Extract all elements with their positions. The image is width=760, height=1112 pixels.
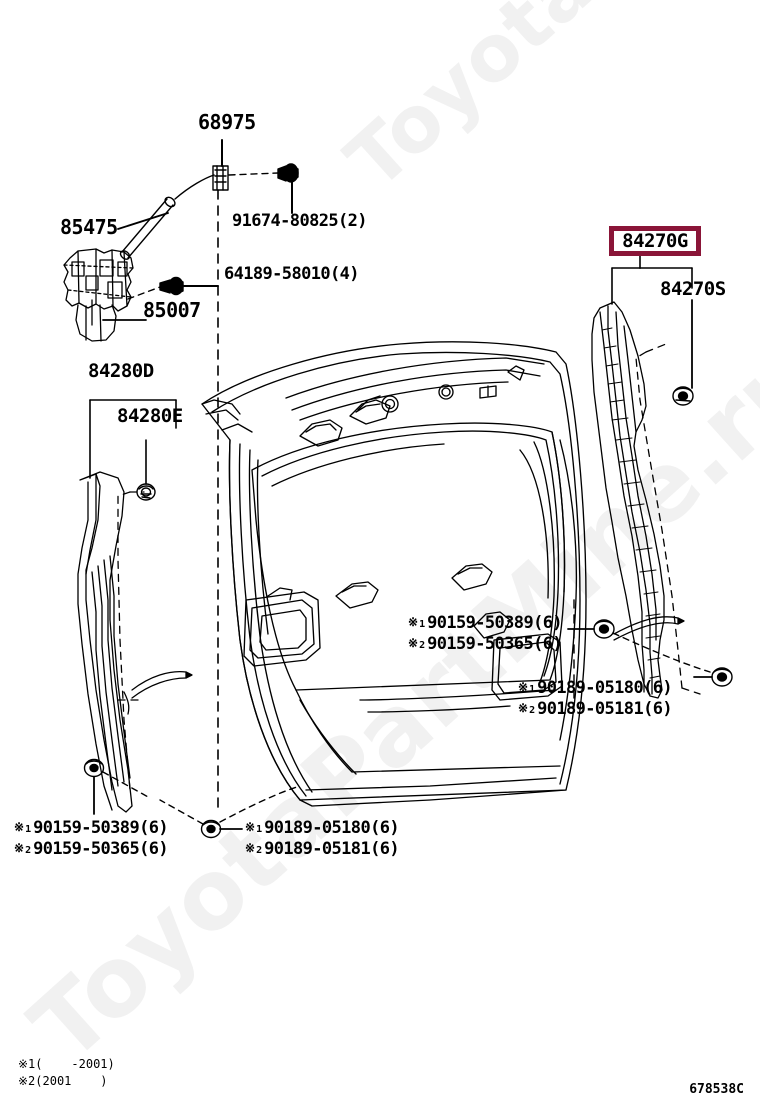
label-68975: 68975	[198, 110, 256, 134]
note-number: 90159-50365(6)	[427, 634, 562, 655]
note-mark: ※	[408, 615, 419, 629]
label-91674-80825: 91674-80825(2)	[232, 211, 367, 231]
note-number: 90159-50389(6)	[33, 818, 168, 838]
note-mark: ※	[245, 841, 256, 856]
note-sub: 2	[529, 705, 536, 717]
note-sub: 2	[256, 845, 263, 857]
note-number: 90189-05180(6)	[264, 818, 399, 838]
note-mark: ※	[518, 680, 529, 694]
note-sub: 1	[419, 619, 426, 630]
label-84270S: 84270S	[660, 278, 726, 300]
note-number: 90189-05180(6)	[537, 678, 672, 698]
label-85475: 85475	[60, 215, 118, 239]
label-84280D: 84280D	[88, 360, 154, 382]
label-85007: 85007	[143, 298, 201, 322]
label-84280E: 84280E	[117, 405, 183, 427]
note-mark: ※	[14, 820, 25, 834]
label-64189-58010: 64189-58010(4)	[224, 264, 359, 284]
footnote-line-2: ※2(2001 )	[18, 1074, 108, 1089]
note-number: 90189-05181(6)	[264, 839, 399, 860]
highlighted-part-callout[interactable]: 84270G	[609, 226, 701, 256]
note-mark: ※	[14, 841, 25, 856]
note-sub: 1	[529, 684, 536, 695]
highlighted-part-number: 84270G	[622, 230, 688, 252]
note-mark: ※	[518, 701, 529, 716]
note-mark: ※	[408, 636, 419, 651]
note-sub: 2	[25, 845, 32, 857]
note-number: 90159-50365(6)	[33, 839, 168, 860]
diagram-code: 678538C	[689, 1082, 744, 1097]
note-number: 90159-50389(6)	[427, 613, 562, 633]
note-number: 90189-05181(6)	[537, 699, 672, 720]
note-mark: ※	[245, 820, 256, 834]
note-sub: 2	[419, 640, 426, 652]
note-sub: 1	[256, 824, 263, 835]
note-sub: 1	[25, 824, 32, 835]
footnote-legend: ※1( -2001) ※2(2001 )	[18, 1056, 115, 1091]
footnote-line-1: ※1( -2001)	[18, 1057, 115, 1071]
